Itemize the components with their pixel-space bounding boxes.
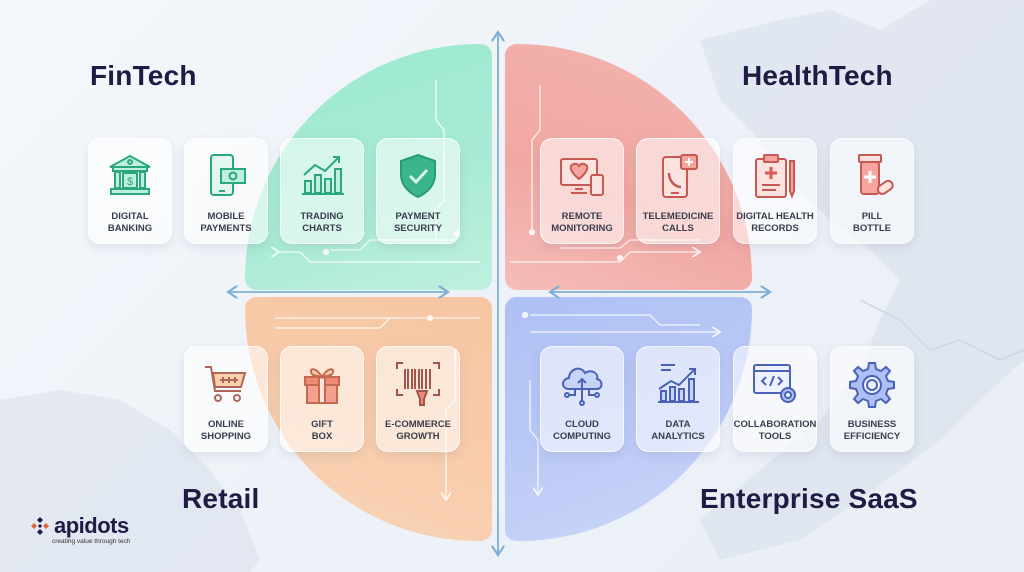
shield-check-icon — [391, 149, 445, 203]
telemedicine-phone-icon — [651, 149, 705, 203]
trading-chart-icon — [295, 149, 349, 203]
apidots-logo[interactable]: apidots creating value through tech — [30, 515, 130, 545]
card-online-shopping[interactable]: OnlineShopping — [184, 346, 268, 452]
label-line2: Charts — [302, 223, 342, 234]
cloud-icon — [555, 357, 609, 411]
mobile-payment-icon — [199, 149, 253, 203]
label-line2: Security — [393, 223, 443, 234]
label-line1: Remote — [561, 211, 603, 222]
label-line1: Payment — [395, 211, 441, 222]
label-line2: Calls — [662, 223, 694, 234]
label-line2: Shopping — [200, 431, 252, 442]
pill-bottle-icon — [845, 149, 899, 203]
retail-title: Retail — [182, 483, 260, 514]
barcode-scanner-icon — [391, 357, 445, 411]
label-line1: E-Commerce — [385, 419, 451, 430]
label-line1: Business — [847, 419, 897, 430]
card-mobile-payments[interactable]: MobilePayments — [184, 138, 268, 244]
healthtech-title: HealthTech — [742, 60, 893, 91]
card-remote-monitoring[interactable]: RemoteMonitoring — [540, 138, 624, 244]
svg-text:$: $ — [127, 176, 133, 188]
shopping-cart-icon — [199, 357, 253, 411]
card-data-analytics[interactable]: DataAnalytics — [636, 346, 720, 452]
label-line2: Monitoring — [551, 223, 613, 234]
logo-name: apidots — [54, 513, 129, 538]
card-cloud-computing[interactable]: CloudComputing — [540, 346, 624, 452]
label-line2: Banking — [107, 223, 153, 234]
card-gift-box[interactable]: GiftBox — [280, 346, 364, 452]
card-trading-charts[interactable]: TradingCharts — [280, 138, 364, 244]
heart-monitor-icon — [555, 149, 609, 203]
card-business-efficiency[interactable]: BusinessEfficiency — [830, 346, 914, 452]
label-line1: Telemedicine — [642, 211, 714, 222]
label-line2: Records — [751, 223, 799, 234]
label-line2: Computing — [552, 431, 612, 442]
logo-tagline: creating value through tech — [52, 538, 131, 545]
card-digital-banking[interactable]: $ DigitalBanking — [88, 138, 172, 244]
card-digital-health-records[interactable]: Digital HealthRecords — [733, 138, 817, 244]
label-line1: Gift — [311, 419, 333, 430]
label-line2: Tools — [758, 431, 792, 442]
label-line1: Collaboration — [733, 419, 817, 430]
clipboard-records-icon — [748, 149, 802, 203]
label-line1: Digital — [111, 211, 149, 222]
label-line1: Pill — [861, 211, 883, 222]
label-line2: Analytics — [651, 431, 705, 442]
label-line2: Efficiency — [843, 431, 901, 442]
card-collaboration-tools[interactable]: CollaborationTools — [733, 346, 817, 452]
card-telemedicine-calls[interactable]: TelemedicineCalls — [636, 138, 720, 244]
fintech-title: FinTech — [90, 60, 197, 91]
card-payment-security[interactable]: PaymentSecurity — [376, 138, 460, 244]
bank-icon: $ — [103, 149, 157, 203]
label-line1: Mobile — [207, 211, 245, 222]
label-line2: Bottle — [853, 223, 891, 234]
card-pill-bottle[interactable]: PillBottle — [830, 138, 914, 244]
gift-box-icon — [295, 357, 349, 411]
label-line2: Payments — [200, 223, 252, 234]
label-line1: Cloud — [565, 419, 599, 430]
logo-mark-icon — [31, 517, 49, 535]
saas-title: Enterprise SaaS — [700, 483, 918, 514]
gear-icon — [845, 357, 899, 411]
code-window-gear-icon — [748, 357, 802, 411]
card-ecommerce-growth[interactable]: E-CommerceGrowth — [376, 346, 460, 452]
label-line1: Trading — [300, 211, 344, 222]
label-line1: Online — [208, 419, 244, 430]
label-line2: Box — [311, 431, 333, 442]
label-line1: Digital Health — [736, 211, 814, 222]
label-line1: Data — [665, 419, 691, 430]
label-line2: Growth — [396, 431, 440, 442]
analytics-chart-icon — [651, 357, 705, 411]
